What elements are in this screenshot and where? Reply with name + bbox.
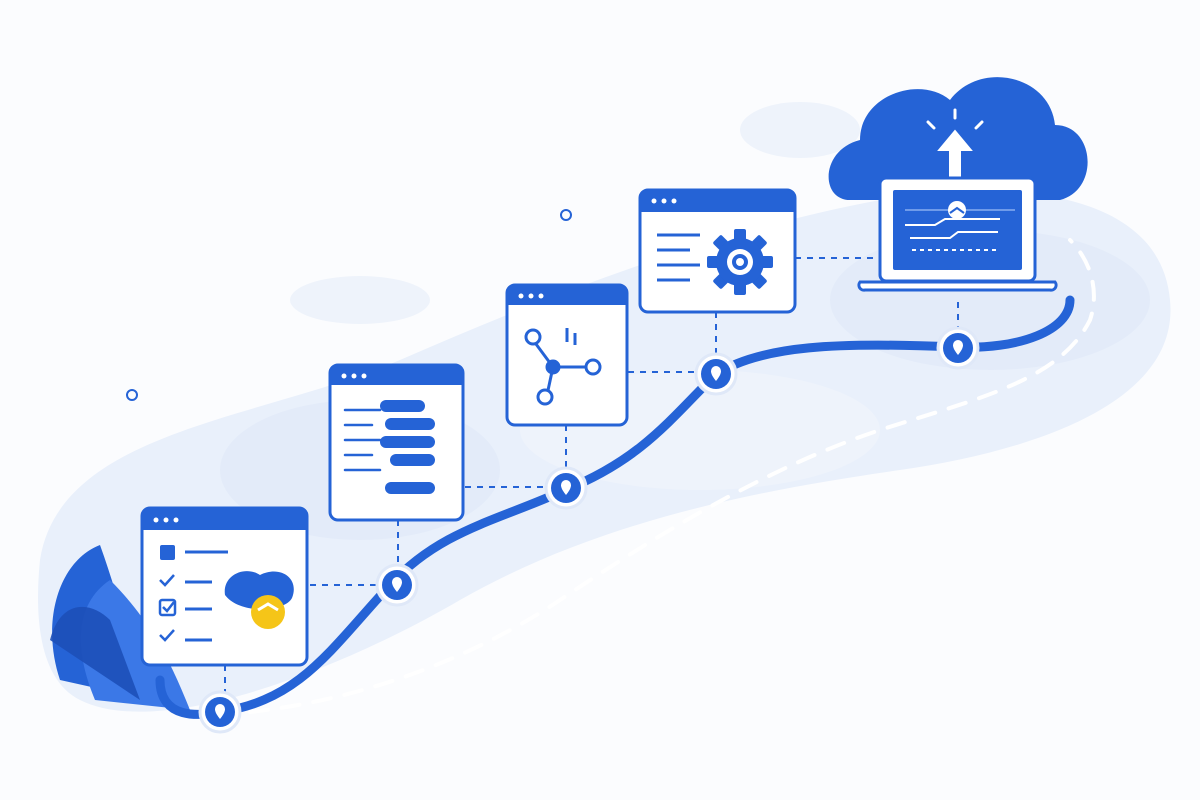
path-marker-1 (198, 690, 242, 734)
settings-lines-icon (657, 233, 700, 282)
checklist-icon (158, 545, 228, 642)
step-2-card (328, 363, 465, 522)
decor-dot (560, 209, 572, 221)
decor-dot (126, 389, 138, 401)
connectors (224, 257, 959, 700)
step-1-card (140, 506, 309, 667)
code-lines-icon (343, 400, 435, 494)
path-markers (198, 326, 980, 734)
path-marker-5 (936, 326, 980, 370)
python-logo-icon (224, 571, 294, 629)
location-pin-icon (953, 340, 963, 355)
location-pin-icon (392, 577, 402, 592)
location-pin-icon (561, 480, 571, 495)
dashed-trail (248, 238, 1096, 714)
path-marker-4 (694, 352, 738, 396)
path-marker-2 (375, 563, 419, 607)
laptop-icon (857, 176, 1058, 292)
node-graph-icon (524, 328, 602, 406)
step-4-card (638, 188, 797, 314)
path-marker-3 (544, 466, 588, 510)
location-pin-icon (711, 366, 721, 381)
location-pin-icon (215, 704, 225, 719)
gear-icon (707, 229, 773, 295)
step-5-deployment (828, 77, 1088, 292)
step-3-card (505, 283, 629, 427)
